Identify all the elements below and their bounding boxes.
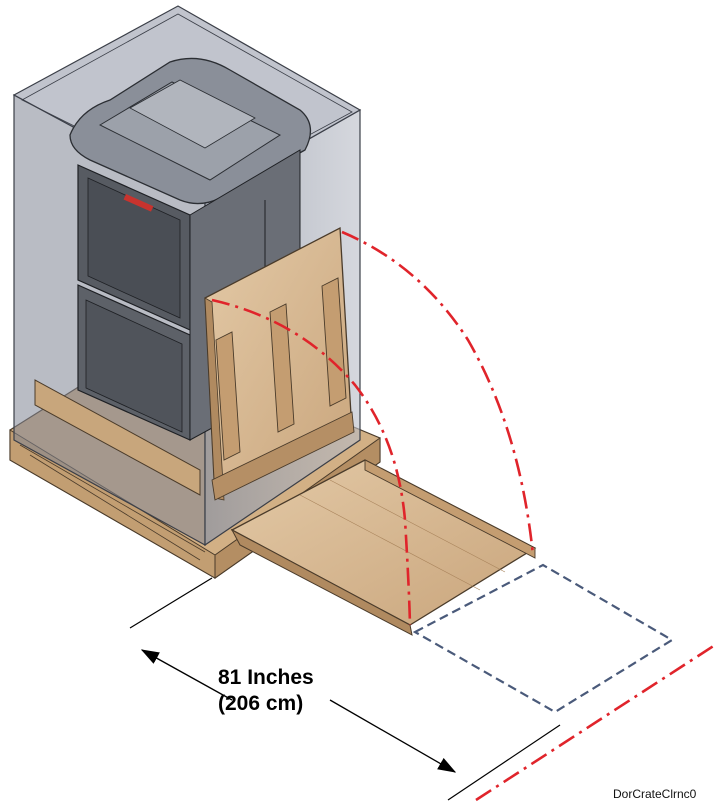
ramp	[230, 459, 537, 636]
dimension-annotation: 81 Inches (206 cm)	[129, 577, 561, 801]
swing-arc-outer	[341, 230, 535, 556]
dimension-arrow-line-2	[329, 699, 457, 773]
figure-id: DorCrateClrnc0	[613, 787, 697, 801]
swing-arc-inner	[211, 298, 412, 626]
dimension-arrow-line-1	[140, 649, 233, 701]
extension-line-right	[447, 724, 561, 801]
door-footprint-outline	[412, 563, 675, 714]
crate-door-panel	[204, 226, 355, 501]
extension-line-left	[129, 577, 213, 629]
dimension-label-inches: 81 Inches	[218, 666, 314, 689]
swing-clearance-line	[475, 643, 715, 802]
door-swing-arcs	[211, 230, 715, 802]
dimension-label-cm: (206 cm)	[218, 692, 303, 715]
